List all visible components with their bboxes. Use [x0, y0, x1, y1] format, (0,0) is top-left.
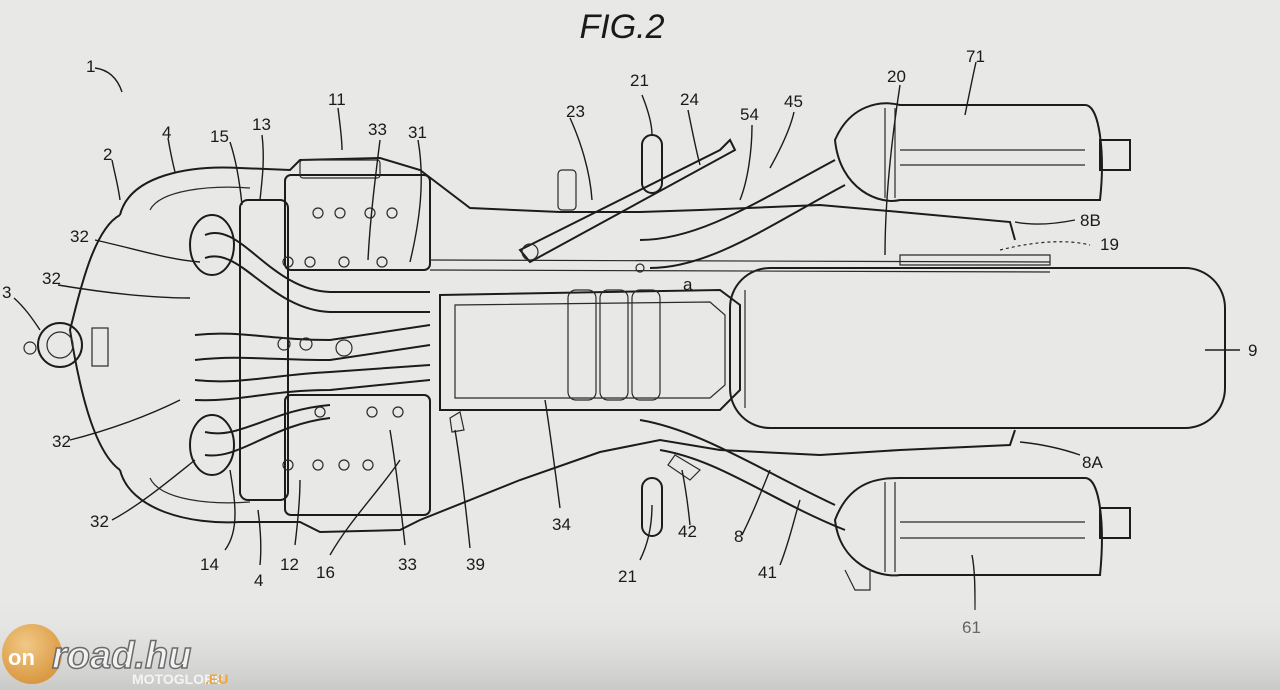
logo-orb-icon [2, 624, 62, 684]
label-23: 23 [566, 102, 585, 121]
label-21-bottom: 21 [618, 567, 637, 586]
motorcycle-outline [23, 102, 1226, 591]
label-8B: 8B [1080, 211, 1101, 230]
label-39: 39 [466, 555, 485, 574]
label-8A: 8A [1082, 453, 1103, 472]
label-32-c: 32 [52, 432, 71, 451]
label-34: 34 [552, 515, 571, 534]
label-4-top: 4 [162, 123, 171, 142]
label-54: 54 [740, 105, 759, 124]
label-32-b: 32 [42, 269, 61, 288]
label-11: 11 [328, 90, 346, 109]
leader-lines [13, 61, 1240, 611]
bottom-fade [0, 590, 1280, 690]
label-a: a [683, 275, 693, 294]
label-8: 8 [734, 527, 743, 546]
label-14: 14 [200, 555, 219, 574]
label-32-d: 32 [90, 512, 109, 531]
label-45: 45 [784, 92, 803, 111]
label-33-bottom: 33 [398, 555, 417, 574]
label-21-top: 21 [630, 71, 649, 90]
label-3: 3 [2, 283, 11, 302]
label-33-top: 33 [368, 120, 387, 139]
watermark-logo: on road.hu MOTOGLOBE .EU [2, 624, 228, 687]
logo-sub: MOTOGLOBE [132, 671, 224, 687]
figure-title: FIG.2 [579, 8, 664, 46]
label-41: 41 [758, 563, 777, 582]
label-24: 24 [680, 90, 699, 109]
label-20: 20 [887, 67, 906, 86]
logo-brand: road.hu [52, 635, 191, 677]
logo-sub-tld: .EU [205, 671, 228, 687]
label-4-bottom: 4 [254, 571, 263, 590]
label-42: 42 [678, 522, 697, 541]
label-71: 71 [966, 47, 985, 66]
label-15: 15 [210, 127, 229, 146]
logo-prefix: on [8, 645, 35, 670]
label-1: 1 [86, 57, 95, 76]
label-9: 9 [1248, 341, 1257, 360]
label-19: 19 [1100, 235, 1119, 254]
label-12: 12 [280, 555, 299, 574]
label-2: 2 [103, 145, 112, 164]
label-13: 13 [252, 115, 271, 134]
reference-labels: 1 2 3 4 15 13 11 33 31 32 32 32 32 14 4 … [2, 47, 1257, 637]
label-16: 16 [316, 563, 335, 582]
label-32-a: 32 [70, 227, 89, 246]
label-31: 31 [408, 123, 427, 142]
